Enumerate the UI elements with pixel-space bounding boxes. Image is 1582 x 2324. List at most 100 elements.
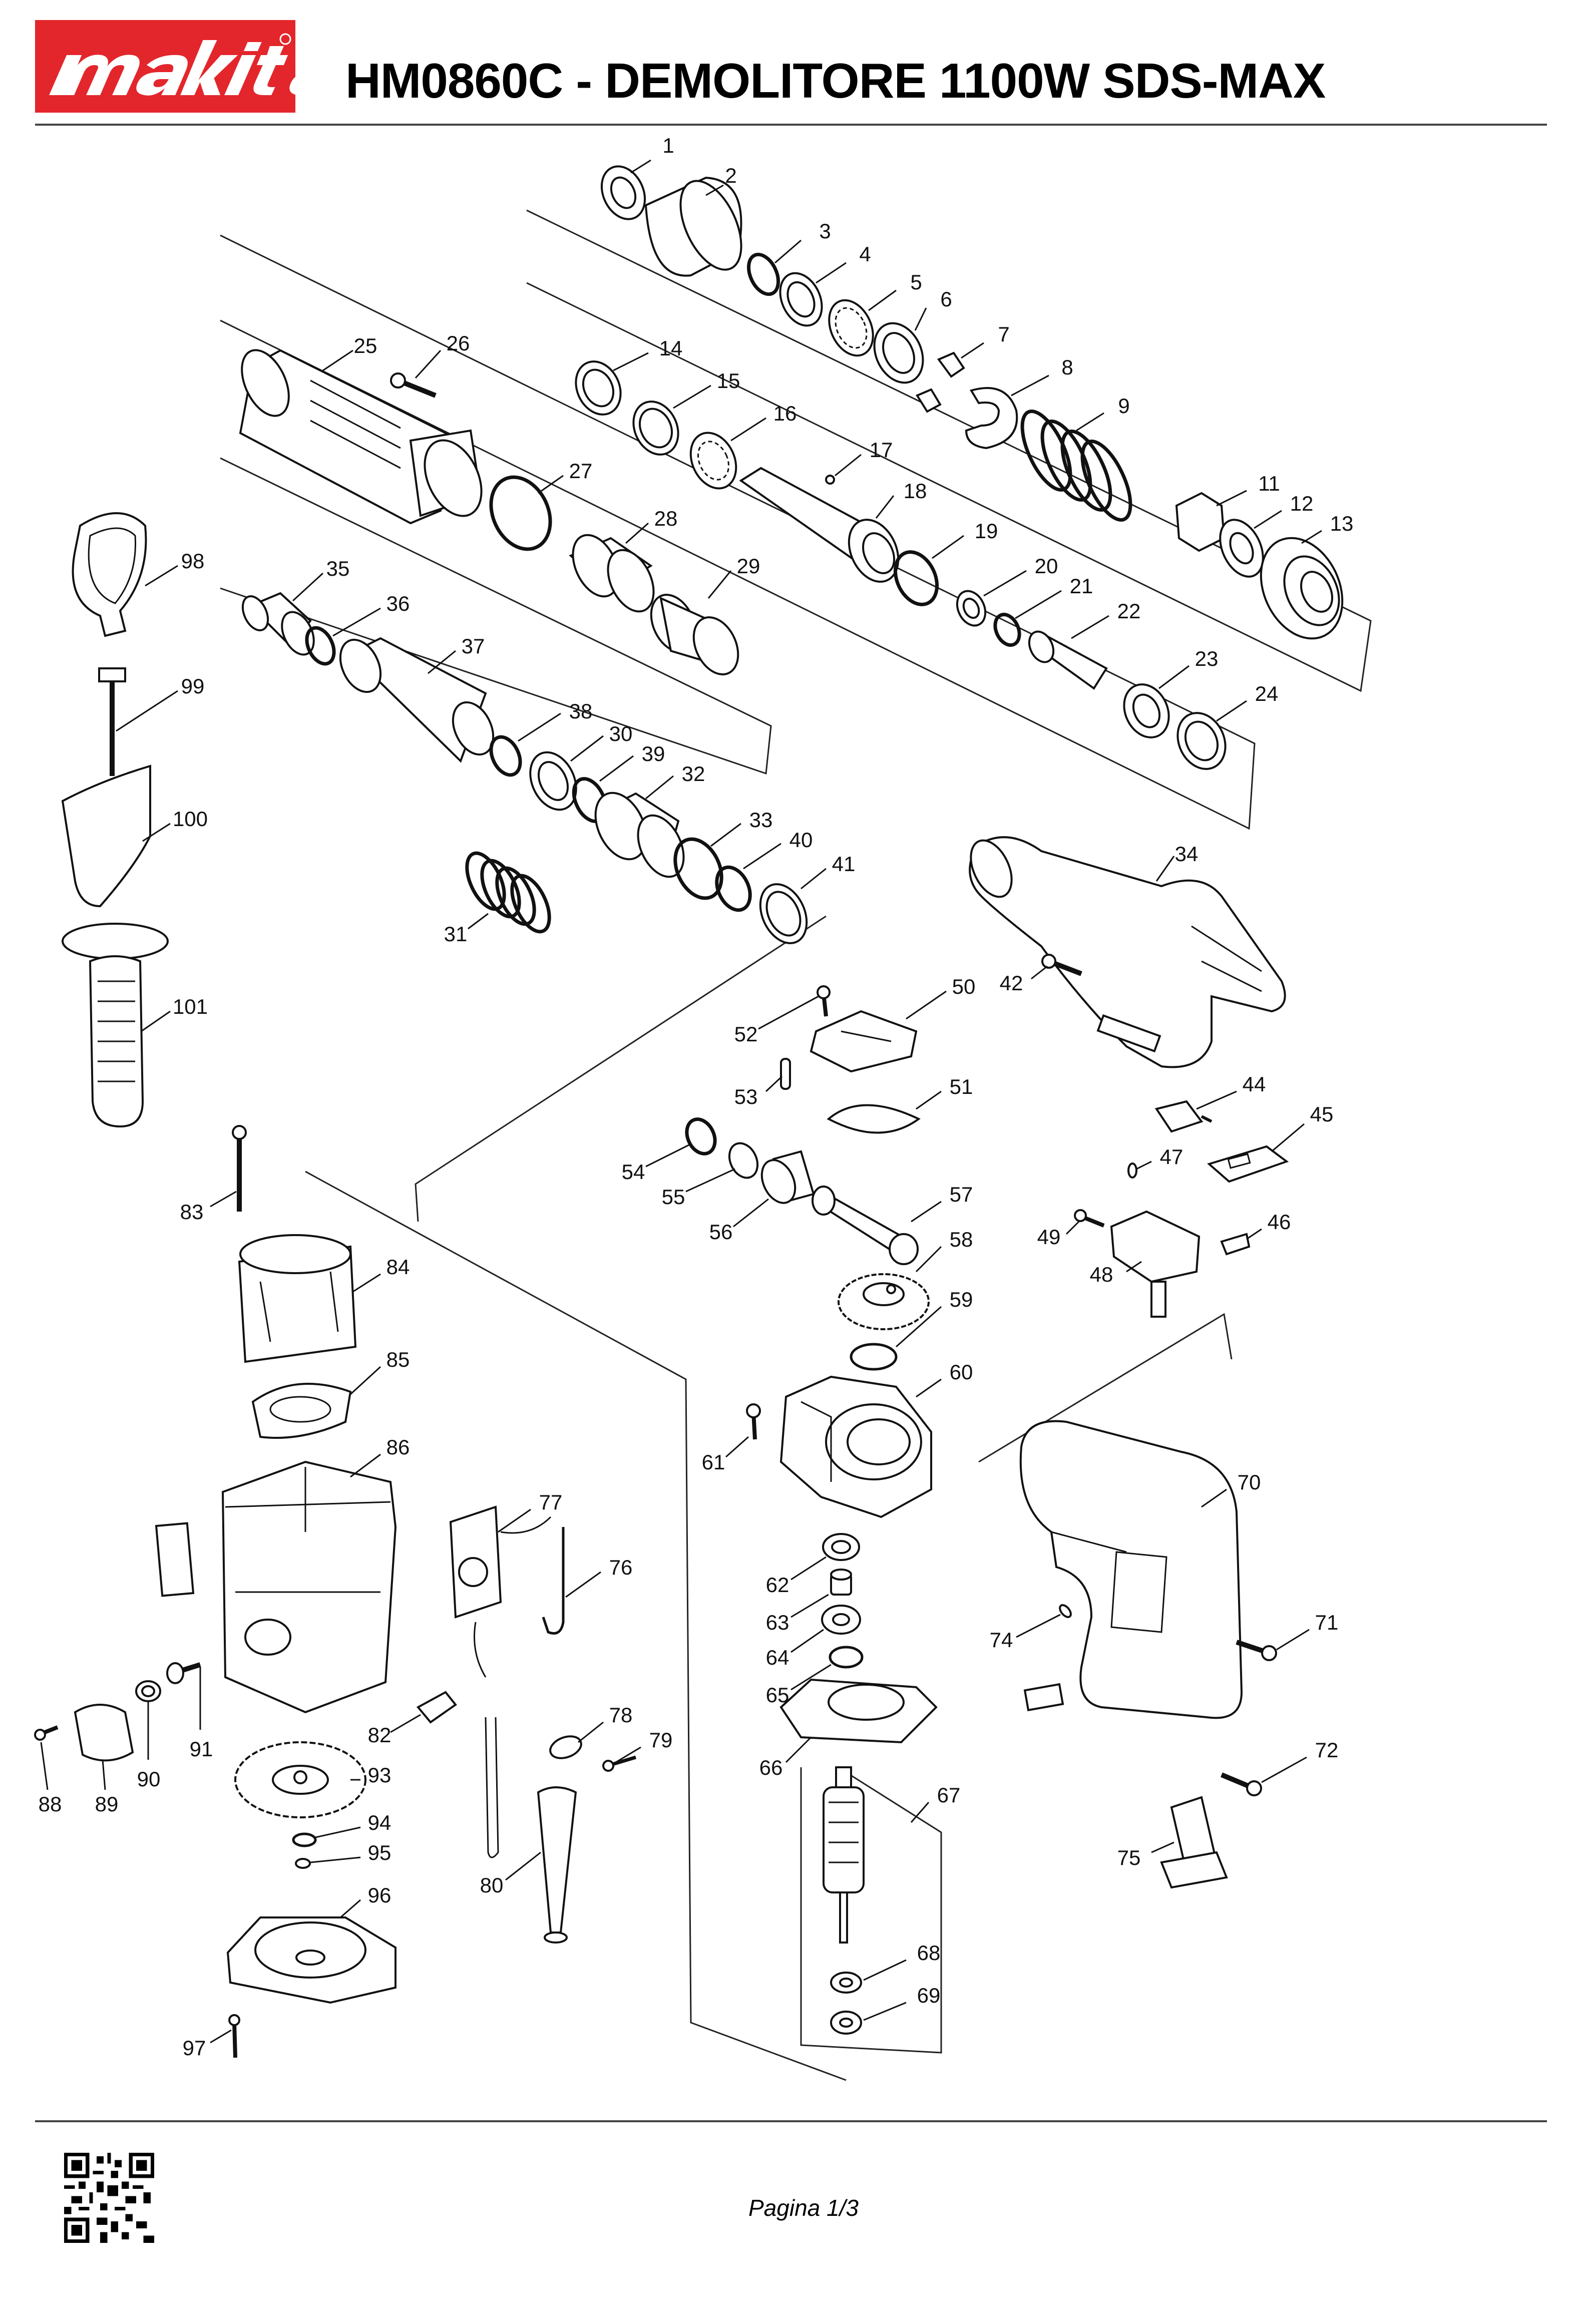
svg-text:3: 3 xyxy=(819,219,831,243)
svg-text:75: 75 xyxy=(1117,1846,1141,1869)
svg-text:80: 80 xyxy=(480,1873,504,1897)
part-26 xyxy=(390,372,437,398)
callout-74: 74 xyxy=(990,1614,1061,1652)
part-31 xyxy=(465,851,551,934)
svg-text:99: 99 xyxy=(181,674,205,698)
callout-41: 41 xyxy=(801,852,855,890)
callout-69: 69 xyxy=(863,1984,940,2021)
callout-30: 30 xyxy=(570,722,633,762)
part-42 xyxy=(1041,954,1082,976)
part-99 xyxy=(98,667,126,776)
svg-text:86: 86 xyxy=(386,1435,410,1459)
callout-90: 90 xyxy=(137,1702,160,1791)
svg-text:96: 96 xyxy=(368,1883,391,1907)
svg-text:93: 93 xyxy=(368,1763,391,1787)
svg-text:30: 30 xyxy=(609,722,633,745)
part-17 xyxy=(825,475,835,485)
part-20 xyxy=(956,590,987,627)
callout-95: 95 xyxy=(310,1841,391,1864)
callout-94: 94 xyxy=(315,1811,391,1838)
part-69 xyxy=(830,2011,862,2035)
part-50 xyxy=(810,1010,918,1073)
part-64 xyxy=(821,1605,861,1635)
callout-19: 19 xyxy=(932,519,998,559)
svg-text:58: 58 xyxy=(950,1228,973,1251)
part-34 xyxy=(969,836,1286,1068)
callout-96: 96 xyxy=(340,1883,391,1918)
part-59 xyxy=(850,1343,898,1371)
callout-31: 31 xyxy=(444,913,489,946)
callout-39: 39 xyxy=(599,742,665,782)
svg-text:5: 5 xyxy=(910,270,922,294)
callout-3: 3 xyxy=(774,219,831,264)
callout-89: 89 xyxy=(95,1759,118,1816)
part-30 xyxy=(529,751,577,811)
part-25 xyxy=(239,349,483,525)
header-divider xyxy=(35,124,1547,126)
callout-59: 59 xyxy=(896,1288,973,1348)
svg-text:77: 77 xyxy=(539,1490,563,1514)
part-63 xyxy=(830,1569,852,1596)
part-9 xyxy=(1020,410,1132,522)
callout-46: 46 xyxy=(1246,1210,1291,1240)
part-2 xyxy=(644,176,742,277)
svg-text:40: 40 xyxy=(789,828,813,852)
callout-34: 34 xyxy=(1155,842,1198,882)
svg-text:88: 88 xyxy=(39,1792,62,1816)
part-18 xyxy=(739,467,900,583)
callout-27: 27 xyxy=(538,459,593,494)
part-97 xyxy=(228,2014,240,2058)
part-41 xyxy=(759,883,808,944)
part-90 xyxy=(135,1680,161,1702)
svg-text:18: 18 xyxy=(904,479,927,503)
svg-text:36: 36 xyxy=(386,592,410,615)
svg-text:91: 91 xyxy=(190,1737,213,1761)
svg-text:39: 39 xyxy=(642,742,665,765)
footer-divider xyxy=(35,2120,1547,2122)
svg-text:29: 29 xyxy=(737,554,760,578)
svg-text:27: 27 xyxy=(569,459,593,483)
callout-50: 50 xyxy=(906,975,975,1020)
callout-16: 16 xyxy=(730,402,797,442)
svg-text:1: 1 xyxy=(662,134,674,157)
part-7 xyxy=(916,351,965,413)
part-76 xyxy=(542,1527,565,1635)
svg-text:61: 61 xyxy=(702,1450,725,1474)
callout-53: 53 xyxy=(734,1075,783,1108)
part-66 xyxy=(779,1678,938,1744)
svg-text:98: 98 xyxy=(181,549,205,573)
part-83 xyxy=(232,1125,247,1212)
part-74 xyxy=(1059,1604,1072,1618)
callout-79: 79 xyxy=(615,1728,672,1763)
svg-text:4: 4 xyxy=(859,242,871,266)
callout-26: 26 xyxy=(415,331,470,379)
callout-49: 49 xyxy=(1037,1221,1080,1249)
part-38 xyxy=(489,735,522,777)
callout-62: 62 xyxy=(766,1556,827,1597)
part-22 xyxy=(1028,630,1108,690)
callout-88: 88 xyxy=(39,1742,62,1816)
callout-82: 82 xyxy=(368,1714,421,1747)
callout-1: 1 xyxy=(630,134,674,174)
svg-text:19: 19 xyxy=(975,519,998,543)
callout-84: 84 xyxy=(352,1255,410,1293)
svg-text:51: 51 xyxy=(950,1075,973,1098)
callout-83: 83 xyxy=(180,1191,237,1224)
part-33 xyxy=(673,837,723,900)
callout-38: 38 xyxy=(518,699,592,742)
callout-42: 42 xyxy=(1000,965,1048,995)
callout-32: 32 xyxy=(645,762,705,800)
part-8 xyxy=(965,387,1018,450)
part-62 xyxy=(822,1533,860,1561)
callouts: 1 2 3 4 5 6 7 8 9 11 12 13 14 15 16 17 1… xyxy=(39,134,1354,2060)
page-title: HM0860C - DEMOLITORE 1100W SDS-MAX xyxy=(345,53,1326,108)
part-47 xyxy=(1127,1163,1137,1179)
part-24 xyxy=(1176,712,1227,770)
part-44 xyxy=(1154,1100,1213,1133)
part-86-label-plate xyxy=(155,1522,195,1597)
part-65 xyxy=(829,1646,864,1669)
svg-text:94: 94 xyxy=(368,1811,391,1834)
part-94 xyxy=(292,1832,317,1847)
callout-44: 44 xyxy=(1196,1072,1266,1110)
